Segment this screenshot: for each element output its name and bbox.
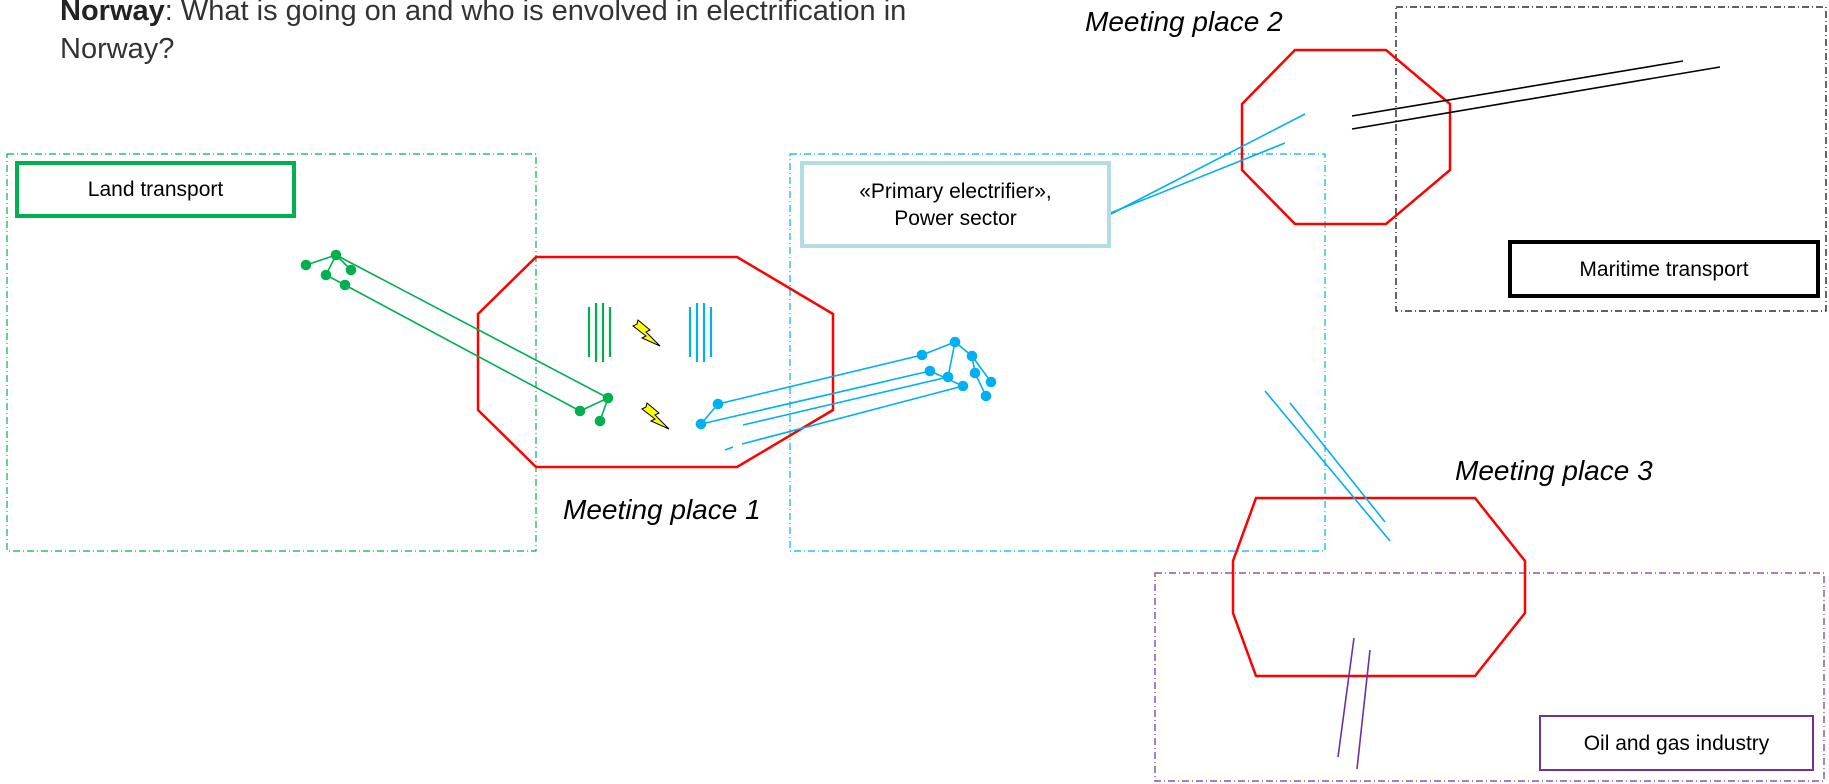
- land-transport-bars: [587, 303, 612, 362]
- meeting-place-1-caption: Meeting place 1: [563, 494, 761, 525]
- maritime-transport-text: Maritime transport: [1579, 257, 1749, 281]
- heading-question: : What is going on and who is envolved i…: [60, 0, 907, 65]
- power-sector-label: «Primary electrifier», Power sector: [800, 161, 1111, 248]
- power-sector-text-line2: Power sector: [894, 206, 1017, 230]
- oil-gas-lines: [1337, 637, 1371, 770]
- power-sector-text-line1: «Primary electrifier»,: [859, 179, 1052, 203]
- heading-country: Norway: [60, 0, 165, 27]
- land-transport-label: Land transport: [15, 161, 296, 218]
- meeting-place-1-octagon: [476, 255, 835, 469]
- power-sector-area: [789, 153, 1326, 552]
- power-to-meeting-place-3-lines: [1264, 390, 1391, 542]
- power-sector-bars: [688, 303, 713, 362]
- maritime-transport-label: Maritime transport: [1508, 240, 1820, 298]
- land-transport-network: [300, 249, 614, 427]
- maritime-transport-area: [1395, 6, 1827, 312]
- land-transport-text: Land transport: [87, 178, 224, 201]
- oil-gas-text: Oil and gas industry: [1583, 731, 1770, 755]
- oil-gas-label: Oil and gas industry: [1539, 715, 1814, 771]
- lightning-icon: [632, 319, 661, 347]
- power-sector-network: [695, 336, 997, 451]
- meeting-place-3-octagon: [1231, 496, 1527, 678]
- meeting-place-2-octagon: [1240, 48, 1452, 226]
- oil-gas-area: [1154, 572, 1825, 782]
- maritime-lines: [1351, 60, 1721, 130]
- lightning-icon: [641, 402, 670, 430]
- meeting-place-2-caption: Meeting place 2: [1085, 6, 1283, 37]
- diagram-heading: Norway: What is going on and who is envo…: [60, 0, 920, 68]
- land-transport-area: [6, 153, 537, 552]
- meeting-place-3-caption: Meeting place 3: [1455, 455, 1653, 486]
